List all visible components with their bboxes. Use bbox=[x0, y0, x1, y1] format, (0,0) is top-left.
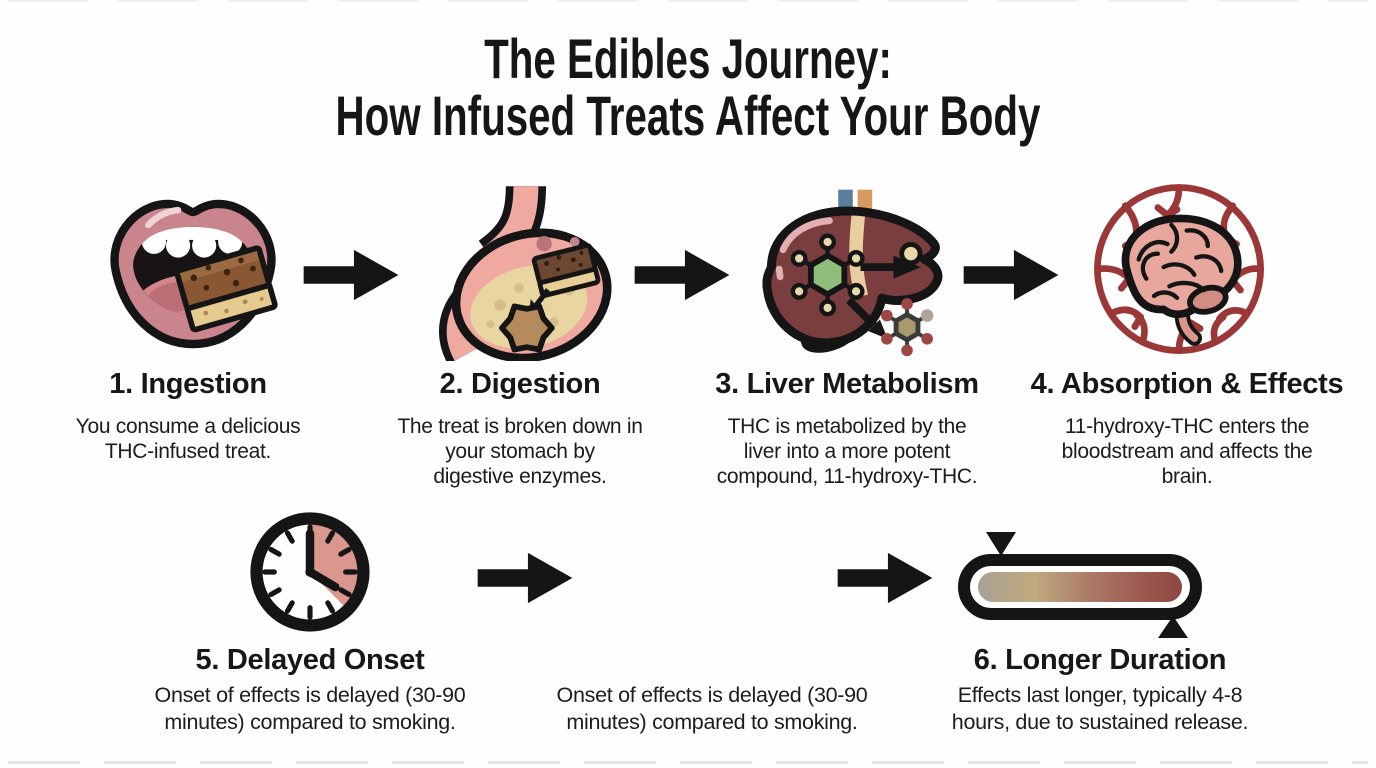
step-5-heading: 5. Delayed Onset bbox=[195, 644, 425, 676]
step-4-heading: 4. Absorption & Effects bbox=[1030, 368, 1344, 400]
brownie-piece bbox=[531, 243, 601, 298]
end-marker-triangle bbox=[1158, 616, 1188, 638]
duration-gradient-bar-icon bbox=[958, 532, 1202, 638]
duplicate-onset-caption: Onset of effects is delayed (30-90 minut… bbox=[556, 683, 868, 734]
thc-molecule bbox=[790, 233, 865, 317]
title-line-1: The Edibles Journey: bbox=[484, 27, 892, 90]
arrow-right-icon bbox=[634, 249, 730, 301]
page-title: The Edibles Journey: How Infused Treats … bbox=[193, 30, 1184, 144]
arrow-right-icon bbox=[303, 249, 399, 301]
step-6-heading: 6. Longer Duration bbox=[973, 644, 1227, 676]
step-3-description: THC is metabolized by the liver into a m… bbox=[716, 415, 978, 488]
step-1-heading: 1. Ingestion bbox=[109, 368, 267, 400]
brownie bbox=[174, 245, 278, 333]
arrow-right-icon bbox=[837, 552, 933, 604]
arrow-right-icon bbox=[477, 552, 573, 604]
stomach-icon bbox=[439, 185, 612, 361]
clock-delay-icon bbox=[250, 512, 370, 632]
step-2-description: The treat is broken down in your stomach… bbox=[397, 415, 643, 488]
hydroxy-thc-molecule bbox=[881, 298, 934, 357]
bottom-edge-artifact bbox=[8, 761, 1368, 764]
dissolving-treat-blob bbox=[499, 303, 555, 353]
liver-metabolism-icon bbox=[762, 189, 943, 357]
top-edge-artifact bbox=[8, 0, 1368, 2]
brain-gyri-lines bbox=[1136, 222, 1224, 301]
step-6-description: Effects last longer, typically 4-8 hours… bbox=[951, 683, 1249, 734]
step-5-description: Onset of effects is delayed (30-90 minut… bbox=[154, 683, 466, 734]
step-2-heading: 2. Digestion bbox=[439, 368, 601, 400]
title-line-2: How Infused Treats Affect Your Body bbox=[335, 84, 1041, 147]
step-1-description: You consume a delicious THC-infused trea… bbox=[75, 415, 301, 463]
start-marker-triangle bbox=[986, 532, 1016, 556]
mouth-eating-brownie-icon bbox=[110, 199, 278, 349]
brain-bloodstream-icon bbox=[1094, 184, 1264, 354]
arrow-right-icon bbox=[963, 249, 1059, 301]
step-3-heading: 3. Liver Metabolism bbox=[715, 368, 979, 400]
step-4-description: 11-hydroxy-THC enters the bloodstream an… bbox=[1061, 415, 1313, 488]
